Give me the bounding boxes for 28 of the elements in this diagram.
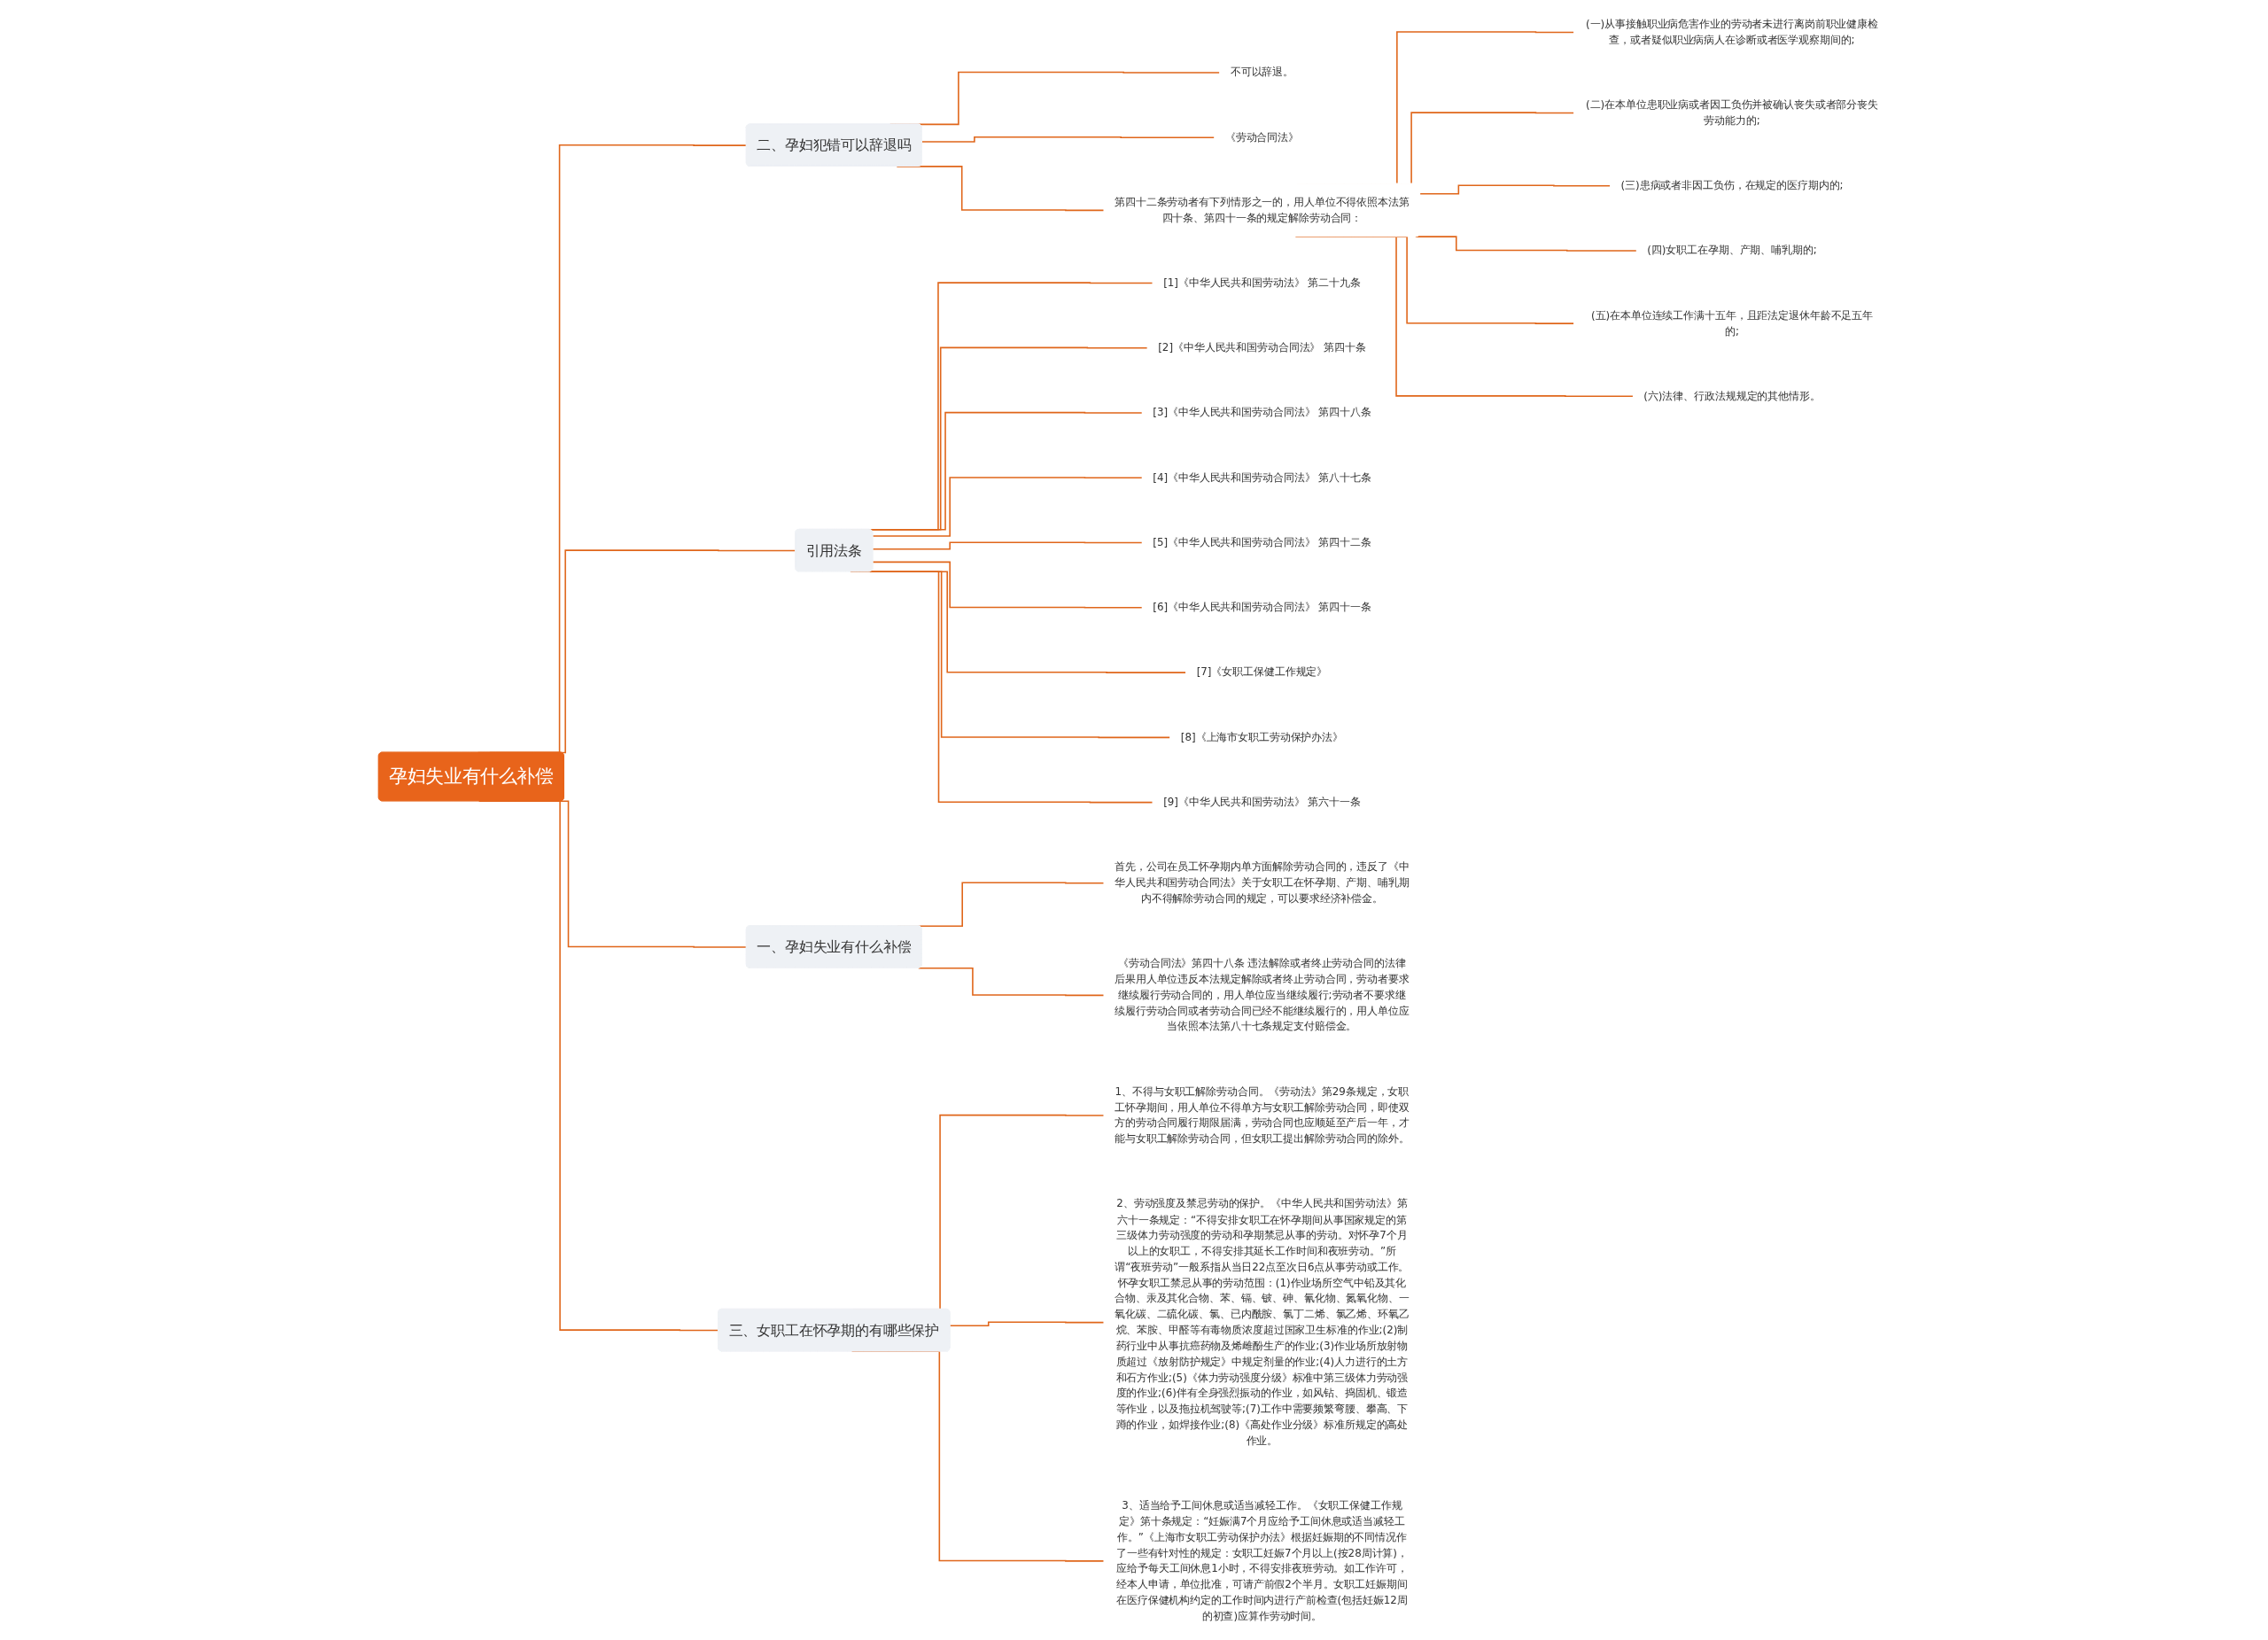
node-text: 3、适当给予工间休息或适当减轻工作。《女职工保健工作规定》第十条规定：“妊娠满7个月应给予工间休息或适当减轻工作。”《上海市女职工劳动保护办法》根据妊娠期的不同情况作了一些有针对性的规定：女职工妊娠7个月以上(按28周计算)，应给予每天工间休息1小时，不得安排夜班劳动。如工作许可，经本人申请，单位批准，可请产前假2个半月。女职工妊娠期间在医疗保健机构约定的工作时间内进行产前检查(包括妊娠12周的初查)应算作劳动时间。 — [1115, 1498, 1408, 1622]
node-text: 不可以辞退。 — [1230, 66, 1293, 79]
node-text: (五)在本单位连续工作满十五年，且距法定退休年龄不足五年的; — [1590, 308, 1873, 338]
node-text: 2、劳动强度及禁忌劳动的保护。《中华人民共和国劳动法》第六十一条规定：“不得安排女职工在怀孕期间从事国家规定的第三级体力劳动强度的劳动和孕期禁忌从事的劳动。对怀孕7个月以上的女职工，不得安排其延长工作时间和夜班劳动。”所谓“夜班劳动”一般系指从当日22点至次日6点从事劳动或工作。怀孕女职工禁忌从事的劳动范围：(1)作业场所空气中铅及其化合物、汞及其化合物、苯、镉、铍、砷、氰化物、氮氧化物、一氧化碳、二硫化碳、氯、已内酰胺、氯丁二烯、氯乙烯、环氧乙烷、苯胺、甲醛等有毒物质浓度超过国家卫生标准的作业;(2)制药行业中从事抗癌药物及烯雌酚生产的作业;(3)作业场所放射物质超过《放射防护规定》中规定剂量的作业;(4)人力进行的土方和石方作业;(5)《体力劳动强度分级》标准中第三级体力劳动强度的作业;(6)伴有全身强烈振动的作业，如风钻、捣固机、锻造等作业，以及拖拉机驾驶等;(7)工作中需要频繁弯腰、攀高、下蹲的作业，如焊接作业;(8)《高处作业分级》标准所规定的高处作业。 — [1114, 1197, 1410, 1447]
node-text: (一)从事接触职业病危害作业的劳动者未进行离岗前职业健康检查，或者疑似职业病病人在诊断或者医学观察期间的; — [1585, 17, 1878, 46]
connector — [872, 541, 1144, 550]
node-text: [5]《中华人民共和国劳动合同法》 第四十二条 — [1152, 535, 1371, 549]
node-text: (三)患病或者非因工负伤，在规定的医疗期内的; — [1620, 178, 1844, 192]
connector — [872, 561, 1144, 609]
node-text: 《劳动合同法》第四十八条 违法解除或者终止劳动合同的法律后果用人单位违反本法规定解除或者终止劳动合同，劳动者要求继续履行劳动合同的，用人单位应当继续履行;劳动者不要求继续履行劳动合同或者劳动合同已经不能继续履行的，用人单位应当依照本法第八十七条规定支付赔偿金。 — [1114, 957, 1410, 1033]
node-text: [8]《上海市女职工劳动保护办法》 — [1180, 730, 1343, 743]
node-text: [4]《中华人民共和国劳动合同法》 第八十七条 — [1152, 470, 1371, 484]
node-text: (四)女职工在孕期、产期、哺乳期的; — [1647, 244, 1817, 257]
connector — [872, 477, 1144, 537]
connector — [1414, 236, 1638, 252]
node-text: [9]《中华人民共和国劳动法》 第六十一条 — [1162, 795, 1361, 809]
node-text: 1、不得与女职工解除劳动合同。《劳动法》第29条规定，女职工怀孕期间，用人单位不得单方与女职工解除劳动合同，即使双方的劳动合同履行期限届满，劳动合同也应顺延至产后一年，才能与女职工解除劳动合同，但女职工提出解除劳动合同的除外。 — [1114, 1084, 1410, 1146]
node-text: (六)法律、行政法规规定的其他情形。 — [1643, 389, 1821, 402]
node-text: [7]《女职工保健工作规定》 — [1196, 665, 1327, 679]
connector — [1418, 184, 1612, 195]
connector — [920, 136, 1216, 143]
node-text: [6]《中华人民共和国劳动合同法》 第四十一条 — [1152, 601, 1371, 614]
node-text: 《劳动合同法》 — [1224, 130, 1299, 144]
node-text: [2]《中华人民共和国劳动合同法》 第四十条 — [1157, 341, 1366, 354]
node-text: [3]《中华人民共和国劳动合同法》 第四十八条 — [1152, 406, 1371, 419]
node-text: [1]《中华人民共和国劳动法》 第二十九条 — [1162, 276, 1361, 290]
node-text: (二)在本单位患职业病或者因工负伤并被确认丧失或者部分丧失劳动能力的; — [1585, 97, 1878, 127]
node-text: 首先，公司在员工怀孕期内单方面解除劳动合同的，违反了《中华人民共和国劳动合同法》关于女职工在怀孕期、产期、哺乳期内不得解除劳动合同的规定，可以要求经济补偿金。 — [1114, 860, 1410, 905]
